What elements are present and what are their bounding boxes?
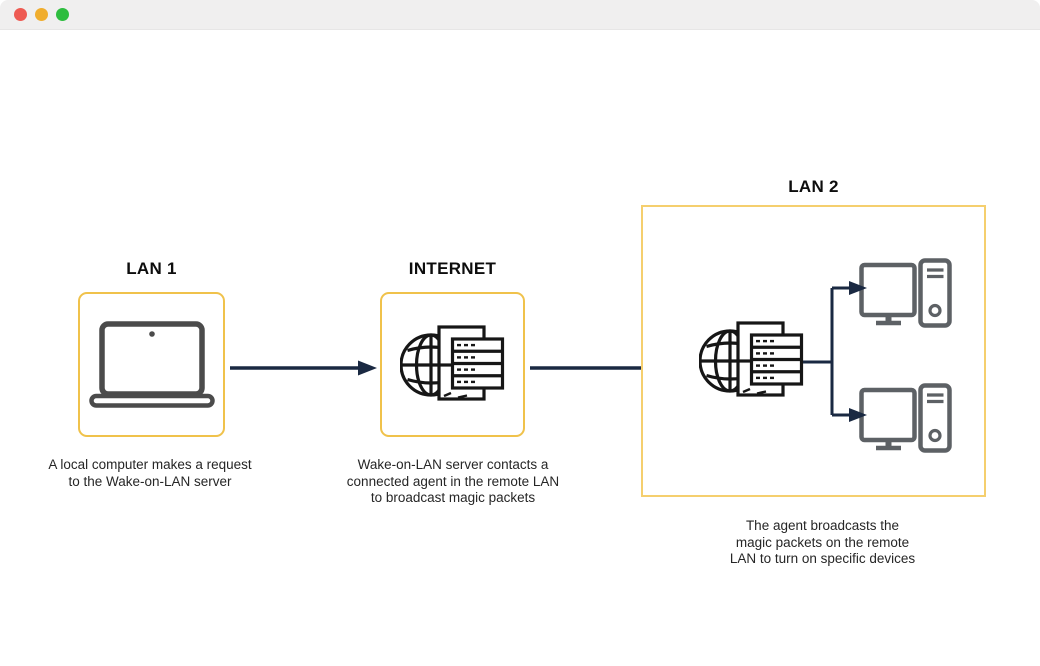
lan1-caption: A local computer makes a request to the …: [48, 457, 252, 489]
globe-server-icon: [699, 321, 804, 397]
close-window-icon[interactable]: [14, 8, 27, 21]
lan2-title: LAN 2: [788, 177, 839, 196]
lan2-caption: The agent broadcasts the magic packets o…: [729, 518, 916, 566]
desktop-computer-icon: [859, 258, 952, 330]
arrow-lan1-to-internet: [230, 360, 377, 376]
internet-caption: Wake-on-LAN server contacts a connected …: [346, 457, 560, 505]
desktop-computer-icon: [859, 383, 952, 455]
lan1-title: LAN 1: [126, 259, 177, 278]
globe-server-icon: [400, 324, 505, 401]
internet-title: INTERNET: [408, 259, 497, 278]
minimize-window-icon[interactable]: [35, 8, 48, 21]
laptop-icon: [88, 321, 215, 408]
window-titlebar: [0, 0, 1040, 30]
zoom-window-icon[interactable]: [56, 8, 69, 21]
lan1-node-box: [78, 292, 225, 437]
diagram-canvas: LAN 1 A local computer makes a request t…: [0, 30, 1040, 666]
lan2-branch-connector: [803, 281, 867, 422]
internet-node-box: [380, 292, 525, 437]
